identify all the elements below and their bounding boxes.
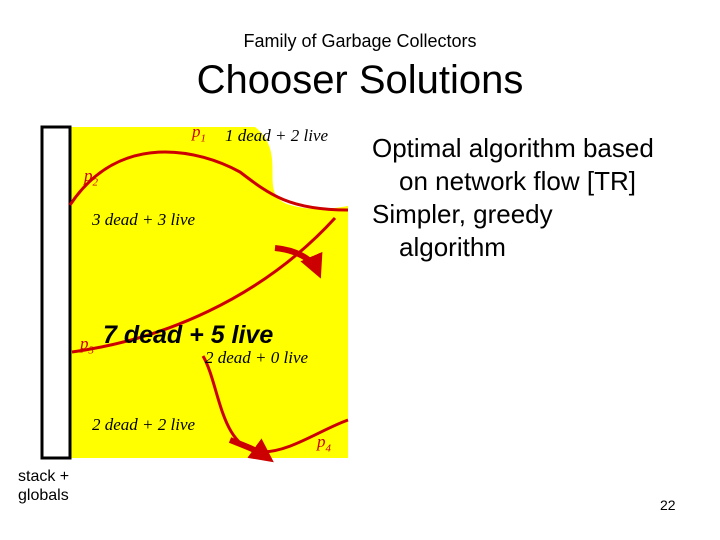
flow-arrow-lower (228, 437, 274, 463)
partition-line-p3 (71, 216, 337, 354)
bullet-item: Simpler, greedy algorithm (372, 199, 553, 262)
partition-line-p2 (68, 150, 349, 212)
stack-bar (40, 125, 72, 460)
page-number: 22 (660, 497, 676, 513)
label-p4: p4 (317, 432, 331, 455)
bullet-list: Optimal algorithm based on network flow … (372, 132, 654, 264)
stack-label: stack + globals (18, 468, 70, 504)
bullet-item: Optimal algorithm based on network flow … (372, 133, 654, 196)
heap-region (70, 127, 348, 458)
label-middle-right: 2 dead + 0 live (205, 348, 309, 367)
slide-title: Chooser Solutions (196, 58, 524, 102)
label-p1: p1 (192, 122, 206, 145)
label-p2: p2 (84, 166, 98, 189)
label-top-right: 1 dead + 2 live (225, 126, 329, 145)
label-p3: p3 (80, 334, 94, 357)
label-lower-left: 2 dead + 2 live (92, 415, 196, 434)
slide-subtitle: Family of Garbage Collectors (243, 31, 477, 51)
flow-arrow-upper (274, 245, 323, 279)
label-upper: 3 dead + 3 live (92, 210, 196, 229)
label-center: 7 dead + 5 live (103, 321, 274, 349)
